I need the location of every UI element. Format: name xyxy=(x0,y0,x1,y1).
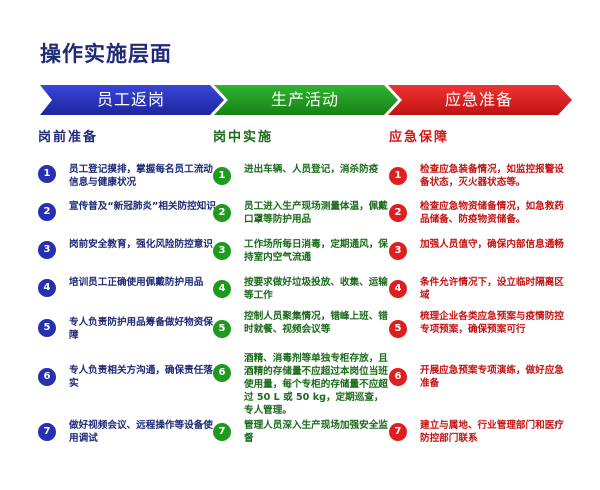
item-text: 岗前安全教育，强化风险防控意识 xyxy=(69,239,213,250)
number-badge: 4 xyxy=(38,279,56,297)
number-badge: 7 xyxy=(389,423,407,441)
number-badge: 5 xyxy=(38,319,56,337)
column-pre-shift: 岗前准备 1 员工登记摸排，掌握每名员工流动信息与健康状况 2 宣传普及“新冠肺… xyxy=(38,126,218,444)
number-badge: 1 xyxy=(213,167,231,185)
item-text: 宣传普及“新冠肺炎”相关防控知识 xyxy=(69,201,216,212)
item-text: 培训员工正确使用佩戴防护用品 xyxy=(69,277,204,288)
column-on-shift: 岗中实施 1 进出车辆、人员登记，消杀防疫 2 员工进入生产现场测量体温，佩戴口… xyxy=(213,126,393,444)
number-badge: 6 xyxy=(389,368,407,386)
item-text: 建立与属地、行业管理部门和医疗防控部门联系 xyxy=(420,420,564,444)
number-badge: 6 xyxy=(38,368,56,386)
number-badge: 4 xyxy=(389,280,407,298)
number-badge: 2 xyxy=(389,204,407,222)
number-badge: 7 xyxy=(38,423,56,441)
banner-label-emergency: 应急准备 xyxy=(444,90,513,109)
item-text: 梳理企业各类应急预案与疫情防控专项预案，确保预案可行 xyxy=(420,311,564,335)
banner-label-production: 生产活动 xyxy=(270,90,339,109)
number-badge: 2 xyxy=(213,204,231,222)
column-emergency: 应急保障 1 检查应急装备情况，如监控报警设备状态，灭火器状态等。 2 检查应急… xyxy=(389,126,569,444)
item-text: 加强人员值守，确保内部信息通畅 xyxy=(420,239,564,250)
number-badge: 5 xyxy=(213,320,231,338)
item-text: 管理人员深入生产现场加强安全监督 xyxy=(244,420,388,444)
banner-arrow-green xyxy=(214,85,398,115)
number-badge: 5 xyxy=(389,320,407,338)
number-badge: 3 xyxy=(38,241,56,259)
number-badge: 1 xyxy=(38,165,56,183)
process-banner xyxy=(40,85,572,115)
item-text: 酒精、消毒剂等单独专柜存放，且酒精的存储量不应超过本岗位当班使用量，每个专柜的存… xyxy=(244,353,388,416)
page-title: 操作实施层面 xyxy=(40,42,172,66)
item-text: 检查应急物资储备情况，如急救药品储备、防疫物资储备。 xyxy=(420,201,564,225)
number-badge: 3 xyxy=(213,242,231,260)
column-heading: 岗前准备 xyxy=(38,130,99,145)
item-text: 开展应急预案专项演练，做好应急准备 xyxy=(420,365,564,389)
column-heading: 岗中实施 xyxy=(213,130,274,145)
number-badge: 7 xyxy=(213,423,231,441)
banner-label-return: 员工返岗 xyxy=(96,90,165,109)
item-text: 专人负责相关方沟通，确保责任落实 xyxy=(69,365,213,389)
number-badge: 2 xyxy=(38,203,56,221)
item-text: 专人负责防护用品筹备做好物资保障 xyxy=(69,317,213,341)
item-text: 员工进入生产现场测量体温，佩戴口罩等防护用品 xyxy=(244,201,388,225)
banner-arrow-red xyxy=(388,85,572,115)
number-badge: 1 xyxy=(389,167,407,185)
item-text: 做好视频会议、远程操作等设备使用调试 xyxy=(69,420,213,444)
item-text: 进出车辆、人员登记，消杀防疫 xyxy=(244,164,379,175)
item-text: 控制人员聚集情况，错峰上班、错时就餐、视频会议等 xyxy=(244,311,388,335)
item-text: 员工登记摸排，掌握每名员工流动信息与健康状况 xyxy=(69,164,213,188)
item-text: 按要求做好垃圾投放、收集、运输等工作 xyxy=(244,277,388,301)
number-badge: 4 xyxy=(213,280,231,298)
item-text: 条件允许情况下，设立临时隔离区域 xyxy=(420,277,564,301)
number-badge: 3 xyxy=(389,242,407,260)
item-text: 检查应急装备情况，如监控报警设备状态，灭火器状态等。 xyxy=(420,164,564,188)
number-badge: 6 xyxy=(213,364,231,382)
banner-arrow-blue xyxy=(40,85,224,115)
item-text: 工作场所每日消毒，定期通风，保持室内空气流通 xyxy=(244,239,388,263)
column-heading: 应急保障 xyxy=(389,130,450,145)
